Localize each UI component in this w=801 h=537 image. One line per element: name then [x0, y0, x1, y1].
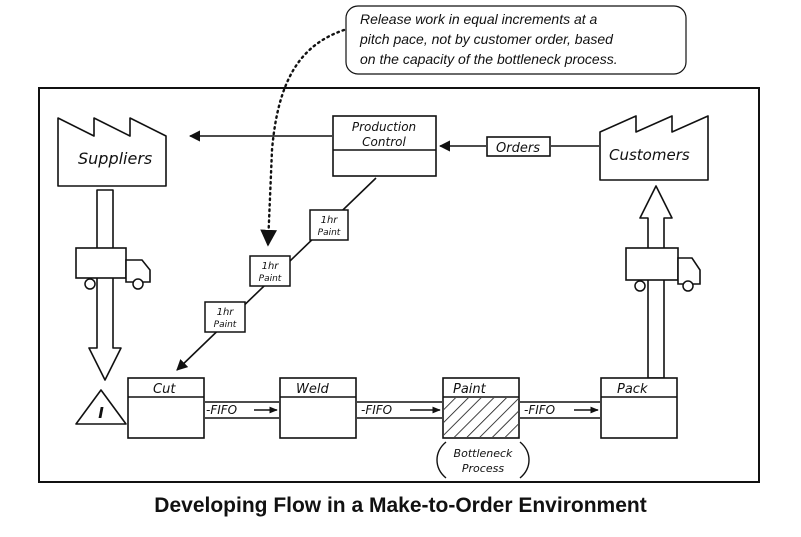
kanban-line2: Paint	[214, 320, 237, 330]
truck-icon	[625, 247, 701, 292]
customers-label: Customers	[609, 146, 690, 164]
fifo-label: -FIFO	[524, 403, 555, 417]
orders-label: Orders	[496, 141, 540, 156]
callout-pointer-arrow	[260, 28, 346, 247]
kanban-line2: Paint	[259, 274, 282, 284]
fifo-lane: -FIFO	[205, 401, 279, 419]
inventory-triangle: I	[75, 389, 127, 425]
fifo-lane: -FIFO	[520, 401, 600, 419]
process-box-paint: Paint	[442, 377, 520, 439]
kanban-card: 1hr Paint	[309, 209, 349, 241]
callout: Release work in equal increments at a pi…	[345, 5, 687, 75]
process-box-weld: Weld	[279, 377, 357, 439]
fifo-label: -FIFO	[206, 403, 237, 417]
process-label-pack: Pack	[617, 382, 648, 397]
inventory-label: I	[98, 404, 104, 422]
process-box-cut: Cut	[127, 377, 205, 439]
kanban-card: 1hr Paint	[249, 255, 291, 287]
callout-line-3: on the capacity of the bottleneck proces…	[360, 51, 618, 67]
fifo-label: -FIFO	[361, 403, 392, 417]
bottleneck-label: Bottleneck Process	[436, 441, 530, 479]
bottleneck-line2: Process	[462, 462, 504, 475]
kanban-line1: 1hr	[262, 261, 280, 272]
kanban-card: 1hr Paint	[204, 301, 246, 333]
orders-box: Orders	[486, 136, 551, 157]
bottleneck-line1: Bottleneck	[454, 447, 514, 460]
production-control-line2: Control	[362, 135, 406, 149]
process-label-paint: Paint	[453, 382, 487, 397]
process-box-pack: Pack	[600, 377, 678, 439]
supplier-shipment-arrow	[88, 189, 122, 381]
production-control-line1: Production	[352, 120, 416, 134]
kanban-line1: 1hr	[321, 215, 339, 226]
customer-shipment-arrow	[639, 185, 673, 379]
suppliers-factory: Suppliers	[57, 117, 167, 187]
truck-icon	[75, 247, 151, 290]
process-label-cut: Cut	[153, 382, 176, 397]
figure-caption: Developing Flow in a Make-to-Order Envir…	[154, 494, 647, 517]
suppliers-label: Suppliers	[78, 149, 152, 168]
callout-line-1: Release work in equal increments at a	[360, 11, 598, 27]
callout-line-2: pitch pace, not by customer order, based	[359, 31, 614, 47]
diagram-frame	[38, 87, 760, 483]
fifo-lane: -FIFO	[357, 401, 442, 419]
customers-factory: Customers	[599, 115, 709, 181]
bottleneck-hatch	[444, 398, 518, 437]
kanban-line2: Paint	[318, 228, 341, 238]
process-label-weld: Weld	[296, 382, 329, 397]
kanban-line1: 1hr	[217, 307, 235, 318]
production-control-box: Production Control	[332, 115, 437, 177]
